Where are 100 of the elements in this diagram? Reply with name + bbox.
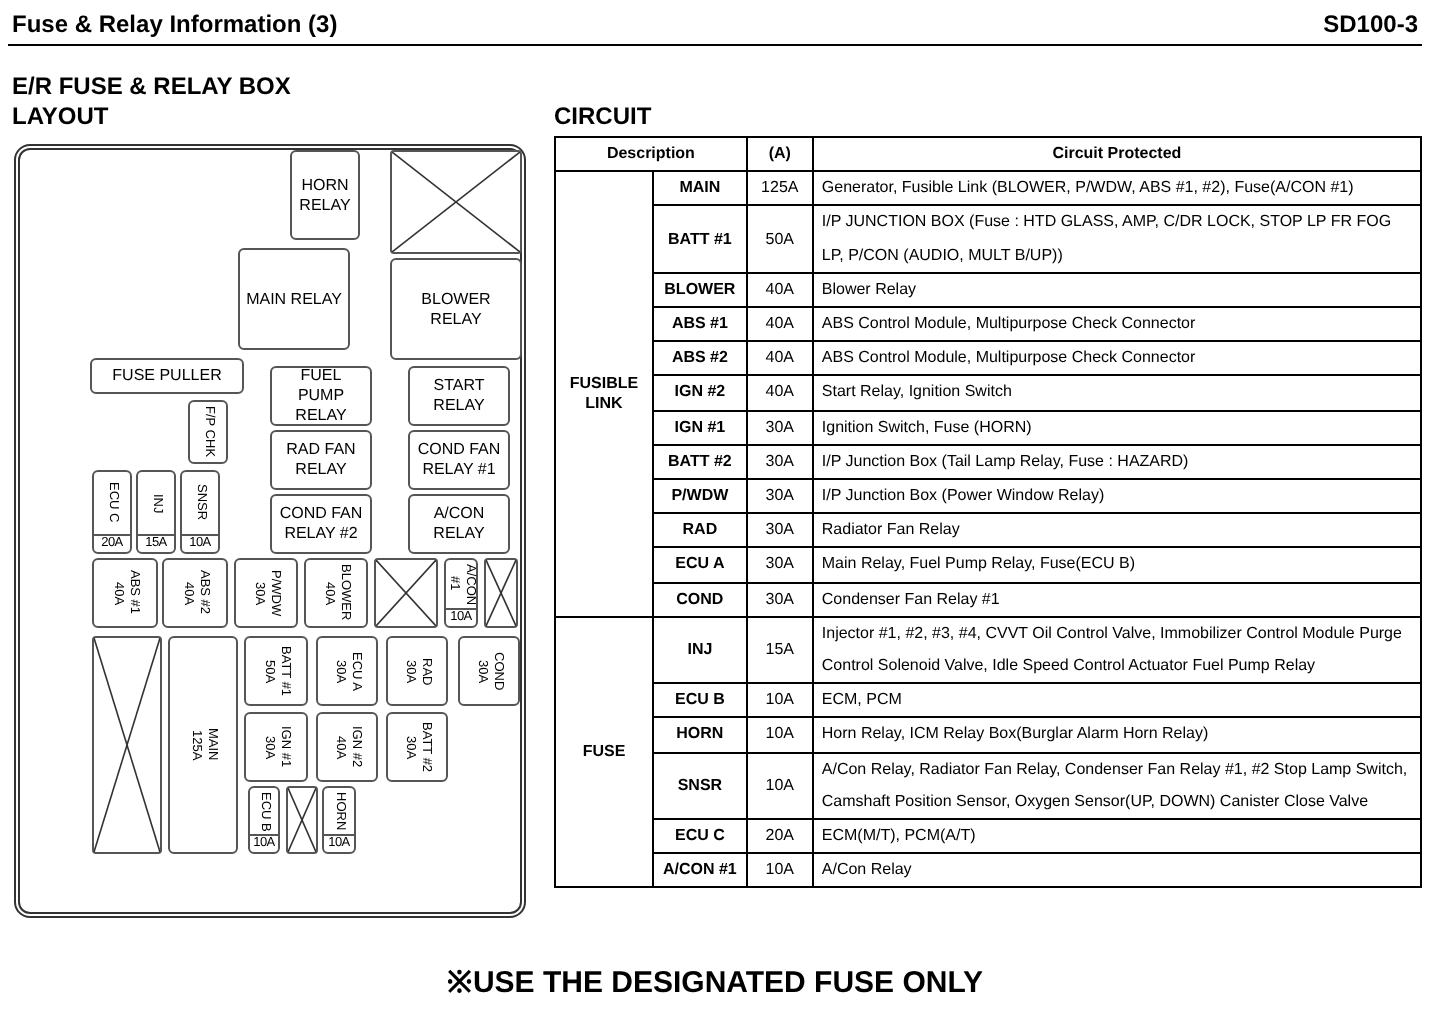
circuit-description: ECM, PCM	[812, 683, 1421, 718]
amp-rating: 40A	[746, 272, 813, 308]
fuse-name: ECU C	[653, 819, 747, 854]
amp-rating: 10A	[746, 683, 813, 718]
fuse-name: IGN #1	[653, 410, 747, 445]
amp-rating: 40A	[746, 307, 813, 342]
amp-rating: 50A	[746, 205, 813, 273]
circuit-description: ABS Control Module, Multipurpose Check Connector	[812, 307, 1421, 342]
fuse	[458, 636, 520, 706]
page-code: SD100-3	[1323, 10, 1418, 38]
fuse	[136, 470, 176, 554]
fuse	[386, 712, 448, 782]
relay: A/CON RELAY	[408, 494, 510, 554]
column-header: (A)	[746, 137, 813, 172]
circuit-description: Horn Relay, ICM Relay Box(Burglar Alarm Horn Relay)	[812, 717, 1421, 753]
relay: MAIN RELAY	[238, 248, 350, 350]
amp-rating: 30A	[746, 410, 813, 445]
fuse-name: BATT #2	[653, 444, 747, 480]
fuse-name: SNSR	[653, 752, 747, 820]
blank-slot	[390, 150, 522, 254]
fuse-name: ECU A	[653, 547, 747, 583]
relay: HORN RELAY	[290, 150, 360, 240]
fuse-name: ABS #1	[653, 307, 747, 342]
fuse	[168, 636, 238, 854]
amp-rating: 30A	[746, 444, 813, 480]
amp-rating: 40A	[746, 341, 813, 376]
circuit-description: A/Con Relay, Radiator Fan Relay, Condenser Fan Relay #1, #2 Stop Lamp Switch, Camshaft Position Sensor, Oxygen Sensor(UP, DOWN) Canister Close Valve	[812, 752, 1421, 820]
blank-slot	[286, 786, 318, 854]
fuse-name: BATT #1	[653, 205, 747, 273]
amp-rating: 10A	[746, 752, 813, 820]
amp-rating: 15A	[746, 616, 813, 684]
fuse-box-outline	[14, 144, 526, 918]
fuse	[304, 558, 368, 628]
group-label: FUSIBLE LINK	[555, 171, 653, 617]
circuit-description: Start Relay, Ignition Switch	[812, 375, 1421, 411]
relay: COND FAN RELAY #1	[408, 430, 510, 490]
fuse-name: ECU B	[653, 683, 747, 718]
circuit-description: ECM(M/T), PCM(A/T)	[812, 819, 1421, 854]
fuse-name: MAIN	[653, 171, 747, 206]
circuit-description: ABS Control Module, Multipurpose Check Connector	[812, 341, 1421, 376]
amp-rating: 30A	[746, 479, 813, 514]
amp-rating: 40A	[746, 375, 813, 411]
fuse-name: BLOWER	[653, 272, 747, 308]
fuse-name: INJ	[653, 616, 747, 684]
fuse-name: A/CON #1	[653, 853, 747, 888]
footer-note: ※USE THE DESIGNATED FUSE ONLY	[444, 964, 986, 1000]
circuit-description: Injector #1, #2, #3, #4, CVVT Oil Control Valve, Immobilizer Control Module Purge Control Solenoid Valve, Idle Speed Control Actuator Fuel Pump Relay	[812, 616, 1421, 684]
fuse-name: IGN #2	[653, 375, 747, 411]
fuse-name: ABS #2	[653, 341, 747, 376]
fuse	[180, 470, 220, 554]
relay: START RELAY	[408, 366, 510, 426]
amp-rating: 30A	[746, 513, 813, 548]
page-title: Fuse & Relay Information (3)	[12, 10, 338, 38]
relay: RAD FAN RELAY	[270, 430, 372, 490]
group-label: FUSE	[555, 616, 653, 888]
fuse	[248, 786, 280, 854]
section-heading: CIRCUIT	[554, 102, 652, 130]
fuse	[92, 470, 132, 554]
fuse	[234, 558, 298, 628]
amp-rating: 20A	[746, 819, 813, 854]
fuse-name: COND	[653, 582, 747, 617]
fuse	[244, 712, 308, 782]
circuit-description: Generator, Fusible Link (BLOWER, P/WDW, ABS #1, #2), Fuse(A/CON #1)	[812, 171, 1421, 206]
amp-rating: 125A	[746, 171, 813, 206]
circuit-description: Blower Relay	[812, 272, 1421, 308]
circuit-description: Condenser Fan Relay #1	[812, 582, 1421, 617]
amp-rating: 10A	[746, 853, 813, 888]
blank-slot	[374, 558, 438, 628]
fuse-name: HORN	[653, 717, 747, 753]
blank-slot	[484, 558, 518, 628]
fuse	[162, 558, 228, 628]
relay: FUEL PUMP RELAY	[270, 366, 372, 426]
relay: BLOWER RELAY	[390, 258, 522, 360]
fuse-name: RAD	[653, 513, 747, 548]
circuit-description: Ignition Switch, Fuse (HORN)	[812, 410, 1421, 445]
fuse	[188, 400, 228, 464]
circuit-description: I/P Junction Box (Power Window Relay)	[812, 479, 1421, 514]
blank-slot	[92, 636, 162, 854]
column-header: Circuit Protected	[812, 137, 1421, 172]
amp-rating: 30A	[746, 547, 813, 583]
circuit-description: A/Con Relay	[812, 853, 1421, 888]
relay: COND FAN RELAY #2	[270, 494, 372, 554]
fuse	[244, 636, 308, 706]
circuit-description: I/P Junction Box (Tail Lamp Relay, Fuse : HAZARD)	[812, 444, 1421, 480]
fuse	[316, 712, 378, 782]
fuse	[322, 786, 356, 854]
fuse	[316, 636, 378, 706]
fuse-puller: FUSE PULLER	[90, 358, 244, 394]
section-heading: LAYOUT	[12, 102, 109, 130]
amp-rating: 30A	[746, 582, 813, 617]
fuse	[444, 558, 478, 628]
circuit-description: Radiator Fan Relay	[812, 513, 1421, 548]
fuse	[92, 558, 158, 628]
circuit-description: I/P JUNCTION BOX (Fuse : HTD GLASS, AMP, C/DR LOCK, STOP LP FR FOG LP, P/CON (AUDIO, MULT B/UP))	[812, 205, 1421, 273]
circuit-description: Main Relay, Fuel Pump Relay, Fuse(ECU B)	[812, 547, 1421, 583]
column-header: Description	[555, 137, 747, 172]
amp-rating: 10A	[746, 717, 813, 753]
fuse	[386, 636, 448, 706]
section-heading: E/R FUSE & RELAY BOX	[12, 72, 291, 100]
fuse-name: P/WDW	[653, 479, 747, 514]
